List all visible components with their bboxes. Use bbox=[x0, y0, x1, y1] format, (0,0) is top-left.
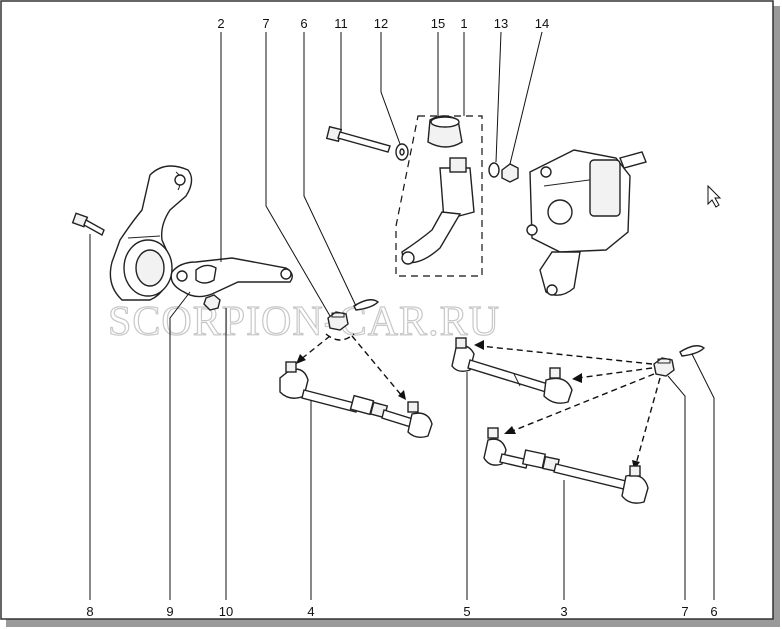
idler-arm-1 bbox=[401, 157, 475, 265]
callout-8: 8 bbox=[86, 604, 93, 619]
callout-14: 14 bbox=[535, 16, 549, 31]
washer-13 bbox=[488, 162, 500, 178]
idler-group-box bbox=[395, 115, 483, 277]
callout-7-bottom: 7 bbox=[681, 604, 688, 619]
arrowhead-left-b bbox=[398, 390, 406, 400]
callout-15: 15 bbox=[431, 16, 445, 31]
callout-3: 3 bbox=[560, 604, 567, 619]
bolt-11 bbox=[325, 125, 391, 153]
callout-4: 4 bbox=[307, 604, 314, 619]
washer-12 bbox=[395, 143, 409, 161]
leader-9 bbox=[169, 291, 191, 600]
arrowhead-right-a bbox=[474, 340, 484, 350]
arrow-left-b bbox=[351, 335, 403, 397]
castle-nut-7-left bbox=[327, 311, 349, 331]
arrow-right-b bbox=[577, 367, 653, 379]
callout-11: 11 bbox=[334, 16, 348, 31]
leader-14 bbox=[509, 31, 543, 165]
callout-13: 13 bbox=[494, 16, 508, 31]
callout-7-top: 7 bbox=[262, 16, 269, 31]
leader-7-top bbox=[265, 32, 331, 317]
callout-12: 12 bbox=[374, 16, 388, 31]
callout-2: 2 bbox=[217, 16, 224, 31]
watermark-text: SCORPION-CAR.RU bbox=[108, 299, 500, 345]
cotter-pin-6-left bbox=[353, 299, 380, 311]
cotter-pin-6-right bbox=[679, 345, 706, 357]
arrow-right-d bbox=[635, 377, 661, 465]
pointer-arc-left bbox=[325, 333, 355, 341]
arrowhead-right-b bbox=[572, 373, 582, 383]
leader-13 bbox=[495, 31, 502, 163]
arrow-left-a bbox=[299, 335, 331, 361]
center-link-5 bbox=[451, 337, 573, 404]
steering-knuckle bbox=[109, 165, 193, 301]
callout-9: 9 bbox=[166, 604, 173, 619]
arrow-right-c bbox=[509, 373, 655, 433]
callout-10: 10 bbox=[219, 604, 233, 619]
callout-6-top: 6 bbox=[300, 16, 307, 31]
callout-5: 5 bbox=[463, 604, 470, 619]
arrow-right-a bbox=[479, 345, 653, 365]
callout-6-bottom: 6 bbox=[710, 604, 717, 619]
arrowhead-left-a bbox=[296, 354, 306, 364]
boot-15 bbox=[427, 115, 463, 148]
leader-7-bottom bbox=[667, 375, 686, 600]
steering-gear-box bbox=[526, 149, 647, 296]
leader-6-top bbox=[303, 32, 357, 307]
pitman-arm-2 bbox=[170, 257, 293, 298]
leader-6-bottom bbox=[691, 353, 715, 600]
nut-10 bbox=[203, 294, 221, 311]
tie-rod-4 bbox=[279, 361, 433, 439]
mouse-cursor-icon bbox=[707, 184, 722, 208]
diagram-frame bbox=[0, 0, 774, 620]
castle-nut-7-right bbox=[653, 357, 675, 377]
arrowhead-right-c bbox=[504, 426, 516, 434]
bolt-8 bbox=[71, 212, 105, 236]
leader-12 bbox=[380, 32, 401, 145]
tie-rod-3 bbox=[483, 427, 649, 504]
callout-1: 1 bbox=[460, 16, 467, 31]
